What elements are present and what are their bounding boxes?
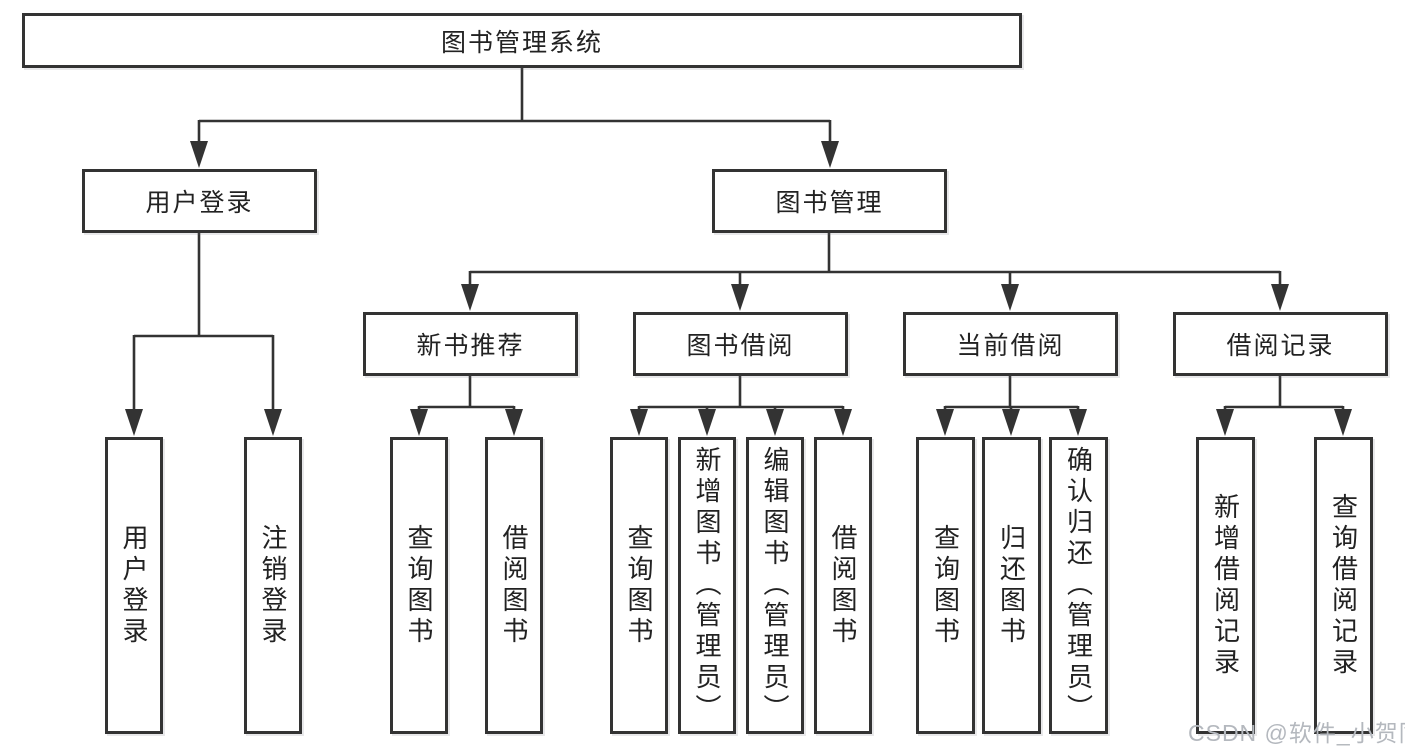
watermark: CSDN @软件_小贺同学 [1188,720,1405,746]
leaf-return-book-label: 归还图书 [996,523,1027,648]
leaf-add-borrow-record: 新增借阅记录 [1196,437,1255,734]
leaf-borrow-books-recommend: 借阅图书 [485,437,543,734]
node-book-management-label: 图书管理 [775,189,884,217]
leaf-query-books-borrowing: 查询图书 [610,437,668,734]
arrowheads-new-book-children [410,409,523,436]
connector-book-management-to-level3 [468,233,1282,287]
leaf-edit-book-admin: 编辑图书（管理员） [746,437,804,734]
arrowheads-borrowing-records-children [1216,409,1352,436]
connector-book-borrowing-children [637,376,845,412]
node-user-login: 用户登录 [82,169,317,233]
arrowheads-user-login-children [125,409,282,436]
node-current-borrowing: 当前借阅 [903,312,1118,376]
leaf-query-books-borrowing-label: 查询图书 [624,523,654,648]
node-book-borrowing: 图书借阅 [633,312,848,376]
node-book-management: 图书管理 [712,169,947,233]
node-user-login-label: 用户登录 [145,189,254,217]
arrowheads-level2 [190,141,839,168]
arrowheads-level3 [461,284,1289,311]
leaf-add-borrow-record-label: 新增借阅记录 [1210,492,1241,679]
connector-root-to-level2 [197,68,832,144]
arrowheads-book-borrowing-children [630,409,852,436]
node-root: 图书管理系统 [22,13,1022,68]
node-borrowing-records-label: 借阅记录 [1226,332,1335,360]
leaf-confirm-return-admin-label: 确认归还（管理员） [1063,446,1094,725]
node-new-book-recommend-label: 新书推荐 [416,332,525,360]
arrowheads-current-borrowing-children [936,409,1087,436]
leaf-query-books-recommend: 查询图书 [390,437,448,734]
connector-user-login-children [132,233,275,411]
leaf-add-book-admin: 新增图书（管理员） [678,437,736,734]
node-current-borrowing-label: 当前借阅 [956,332,1065,360]
leaf-logout: 注销登录 [244,437,302,734]
connector-current-borrowing-children [943,376,1080,412]
leaf-logout-label: 注销登录 [258,523,288,648]
leaf-user-login-label: 用户登录 [119,523,149,648]
node-book-borrowing-label: 图书借阅 [686,332,795,360]
leaf-query-borrow-record-label: 查询借阅记录 [1328,492,1359,679]
connector-borrowing-records-children [1223,376,1345,412]
leaf-query-books-current: 查询图书 [916,437,975,734]
connector-new-book-children [417,376,516,412]
leaf-add-book-admin-label: 新增图书（管理员） [692,446,722,725]
leaf-borrow-books: 借阅图书 [814,437,872,734]
node-borrowing-records: 借阅记录 [1173,312,1388,376]
leaf-borrow-books-recommend-label: 借阅图书 [499,523,529,648]
leaf-user-login: 用户登录 [105,437,163,734]
leaf-borrow-books-label: 借阅图书 [828,523,858,648]
leaf-return-book: 归还图书 [982,437,1041,734]
leaf-query-books-current-label: 查询图书 [930,523,961,648]
leaf-query-books-recommend-label: 查询图书 [404,523,434,648]
leaf-confirm-return-admin: 确认归还（管理员） [1049,437,1108,734]
node-new-book-recommend: 新书推荐 [363,312,578,376]
leaf-query-borrow-record: 查询借阅记录 [1314,437,1373,734]
node-root-label: 图书管理系统 [440,28,603,57]
leaf-edit-book-admin-label: 编辑图书（管理员） [760,446,790,725]
